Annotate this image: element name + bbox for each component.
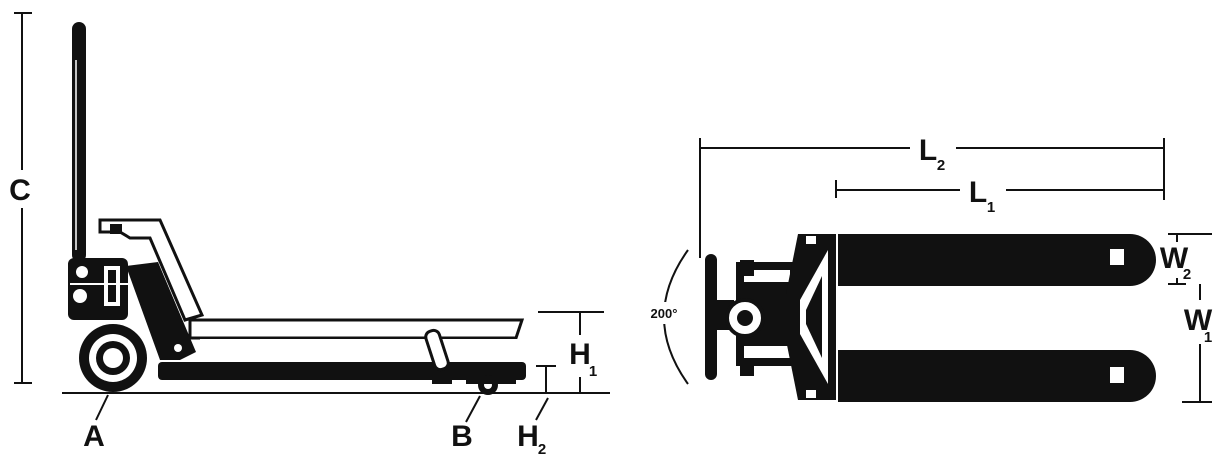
handle (72, 22, 86, 262)
label-c: C (9, 174, 31, 207)
dimension-l2: L 2 (699, 130, 1165, 258)
label-w2-sub: 2 (1183, 266, 1191, 283)
label-steering-angle: 200° (651, 306, 678, 321)
dimension-c: C (5, 12, 35, 384)
forks-top (838, 234, 1156, 402)
label-a: A (83, 420, 105, 453)
label-h2: H (517, 420, 539, 453)
label-w1-sub: 1 (1204, 329, 1212, 346)
side-view: C (5, 12, 610, 456)
label-w2: W (1160, 242, 1189, 275)
label-b: B (451, 420, 473, 453)
label-w1: W (1184, 304, 1213, 337)
fork (158, 318, 526, 380)
label-l1: L (969, 176, 987, 209)
load-roller-linkage (424, 328, 516, 395)
dimension-h2: H 2 (517, 365, 556, 456)
chassis-frame (98, 218, 205, 360)
dimension-w1: W 1 (1182, 233, 1214, 403)
steering-arc: 200° (646, 249, 689, 385)
dimension-h1: H 1 (538, 311, 604, 393)
label-h1: H (569, 338, 591, 371)
label-h2-sub: 2 (538, 441, 546, 456)
pump-assembly-top (725, 260, 796, 376)
label-l2: L (919, 134, 937, 167)
label-l2-sub: 2 (937, 157, 945, 174)
front-wheel (79, 324, 147, 392)
callout-a: A (83, 394, 109, 453)
dimension-w2: W 2 (1160, 233, 1196, 285)
chassis-top (776, 234, 836, 400)
label-h1-sub: 1 (589, 363, 597, 380)
hydraulic-pump (68, 258, 128, 320)
top-view: L 2 L 1 200° (646, 130, 1214, 403)
callout-b: B (451, 395, 481, 453)
dimension-l1: L 1 (835, 172, 1164, 216)
label-l1-sub: 1 (987, 199, 995, 216)
